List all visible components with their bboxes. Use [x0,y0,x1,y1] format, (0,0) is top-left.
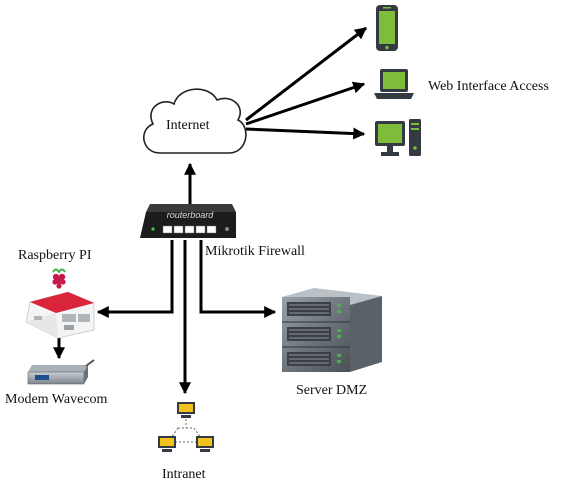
arrow-internet-to-phone [245,26,367,122]
connection-arrows [53,26,367,395]
laptop-icon [374,69,414,99]
server-dmz-label: Server DMZ [296,383,368,398]
router-brand-text: routerboard [167,210,215,220]
intranet-label: Intranet [162,467,206,482]
web-interface-access-label: Web Interface Access [428,79,549,94]
arrow-internet-to-desktop [245,127,366,140]
modem-icon [27,359,95,385]
smartphone-icon [376,5,398,51]
network-nodes-icon [158,402,214,452]
raspberry-pi-icon [25,268,95,339]
arrow-router-to-raspberry-pi [96,240,174,318]
raspberry-logo-icon [52,268,66,289]
intranet-node-right [196,436,214,452]
router-icon: routerboard [140,204,236,238]
mikrotik-firewall-label: Mikrotik Firewall [205,244,305,259]
modem-wavecom-label: Modem Wavecom [5,392,108,407]
server-rack-icon [282,288,382,372]
internet-label: Internet [166,118,210,133]
cloud-icon [143,88,247,154]
intranet-node-top [177,402,195,418]
desktop-computer-icon [375,119,421,156]
intranet-node-left [158,436,176,452]
raspberry-pi-label: Raspberry PI [18,248,92,263]
arrow-router-to-server-dmz [199,240,277,318]
arrow-internet-to-laptop [245,81,366,126]
